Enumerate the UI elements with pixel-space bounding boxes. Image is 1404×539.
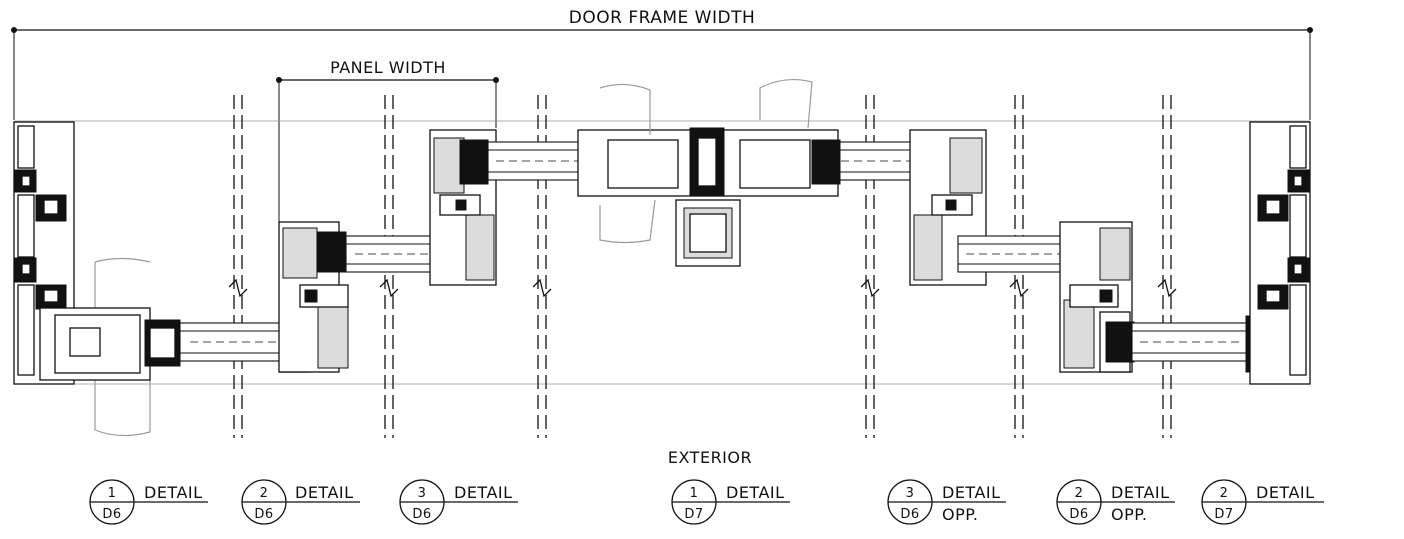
detail-5-word: DETAIL xyxy=(942,483,1001,502)
break-line-4 xyxy=(860,95,880,438)
detail-7-sheet: D7 xyxy=(1214,507,1233,522)
panel-1-section xyxy=(39,307,311,381)
detail-callout-1: 1 D6 DETAIL xyxy=(89,479,208,525)
door-frame-width-label: DOOR FRAME WIDTH xyxy=(569,8,756,28)
right-jamb-frame xyxy=(1249,121,1311,385)
detail-callout-5: 3 D6 DETAIL OPP. xyxy=(887,479,1006,525)
detail-1-number: 1 xyxy=(108,486,117,501)
detail-1-word: DETAIL xyxy=(144,483,203,502)
center-meeting-stile xyxy=(577,78,839,267)
panel-2-section xyxy=(278,221,457,373)
left-handle xyxy=(94,257,151,437)
detail-5-number: 3 xyxy=(906,486,915,501)
exterior-label: EXTERIOR xyxy=(668,448,752,467)
detail-5-sheet: D6 xyxy=(900,507,919,522)
door-frame-width-dimension: DOOR FRAME WIDTH xyxy=(11,8,1313,120)
detail-4-word: DETAIL xyxy=(726,483,785,502)
detail-callout-7: 2 D7 DETAIL xyxy=(1201,479,1324,525)
detail-6-word: DETAIL xyxy=(1111,483,1170,502)
detail-2-sheet: D6 xyxy=(254,507,273,522)
detail-2-number: 2 xyxy=(260,486,269,501)
break-line-3 xyxy=(532,95,552,438)
break-line-6 xyxy=(1157,95,1177,438)
panel-width-label: PANEL WIDTH xyxy=(330,58,446,77)
detail-callout-6: 2 D6 DETAIL OPP. xyxy=(1056,479,1175,525)
detail-5-suffix: OPP. xyxy=(942,505,978,524)
detail-3-number: 3 xyxy=(418,486,427,501)
detail-callout-3: 3 D6 DETAIL xyxy=(399,479,518,525)
detail-6-suffix: OPP. xyxy=(1111,505,1147,524)
detail-7-number: 2 xyxy=(1220,486,1229,501)
detail-1-sheet: D6 xyxy=(102,507,121,522)
panel-3-section xyxy=(429,129,601,286)
detail-callout-4: 1 D7 DETAIL xyxy=(671,479,790,525)
detail-callout-2: 2 D6 DETAIL xyxy=(241,479,360,525)
detail-2-word: DETAIL xyxy=(295,483,354,502)
detail-7-word: DETAIL xyxy=(1256,483,1315,502)
detail-6-sheet: D6 xyxy=(1069,507,1088,522)
break-line-1 xyxy=(228,95,248,438)
detail-3-word: DETAIL xyxy=(454,483,513,502)
detail-6-number: 2 xyxy=(1075,486,1084,501)
detail-4-sheet: D7 xyxy=(684,507,703,522)
detail-4-number: 1 xyxy=(690,486,699,501)
panel-width-dimension: PANEL WIDTH xyxy=(276,58,499,225)
detail-3-sheet: D6 xyxy=(412,507,431,522)
